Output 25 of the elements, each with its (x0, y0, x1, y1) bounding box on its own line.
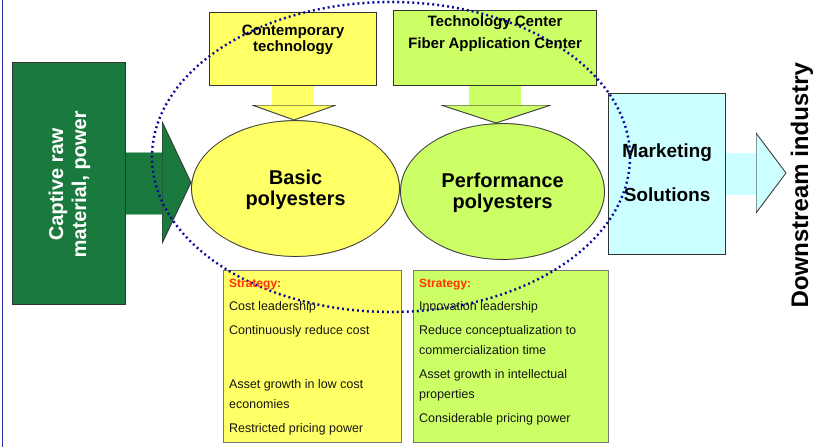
box-label: Marketing (622, 142, 712, 162)
box-label: Solutions (624, 186, 710, 206)
strategy-item: Cost leadership (229, 298, 317, 315)
strategy-item: Reduce conceptualization to commercialization time (419, 322, 578, 359)
box-label: Technology Center (428, 14, 562, 30)
process-box (608, 93, 726, 255)
strategy-item: Restricted pricing power (229, 420, 364, 437)
strategy-item: Considerable pricing power (419, 410, 572, 427)
box-label: Basic polyesters (244, 168, 347, 210)
block-arrow (126, 121, 192, 244)
box-label: Downstream industry (787, 61, 815, 310)
block-arrow (252, 86, 336, 120)
box-label: Captive raw material, power (46, 109, 92, 259)
block-arrow (726, 132, 786, 214)
strategy-item: Asset growth in intellectual properties (419, 366, 568, 403)
strategy-heading: Strategy: (419, 276, 472, 290)
block-arrow (440, 86, 552, 124)
strategy-box (223, 270, 402, 443)
box-label: Performance polyesters (440, 170, 565, 212)
strategy-box (413, 270, 609, 443)
process-box (209, 12, 377, 86)
strategy-item: Continuously reduce cost (229, 322, 370, 339)
strategy-item: Asset growth in low cost economies (229, 376, 364, 413)
process-box (393, 10, 597, 86)
process-box (12, 62, 126, 305)
